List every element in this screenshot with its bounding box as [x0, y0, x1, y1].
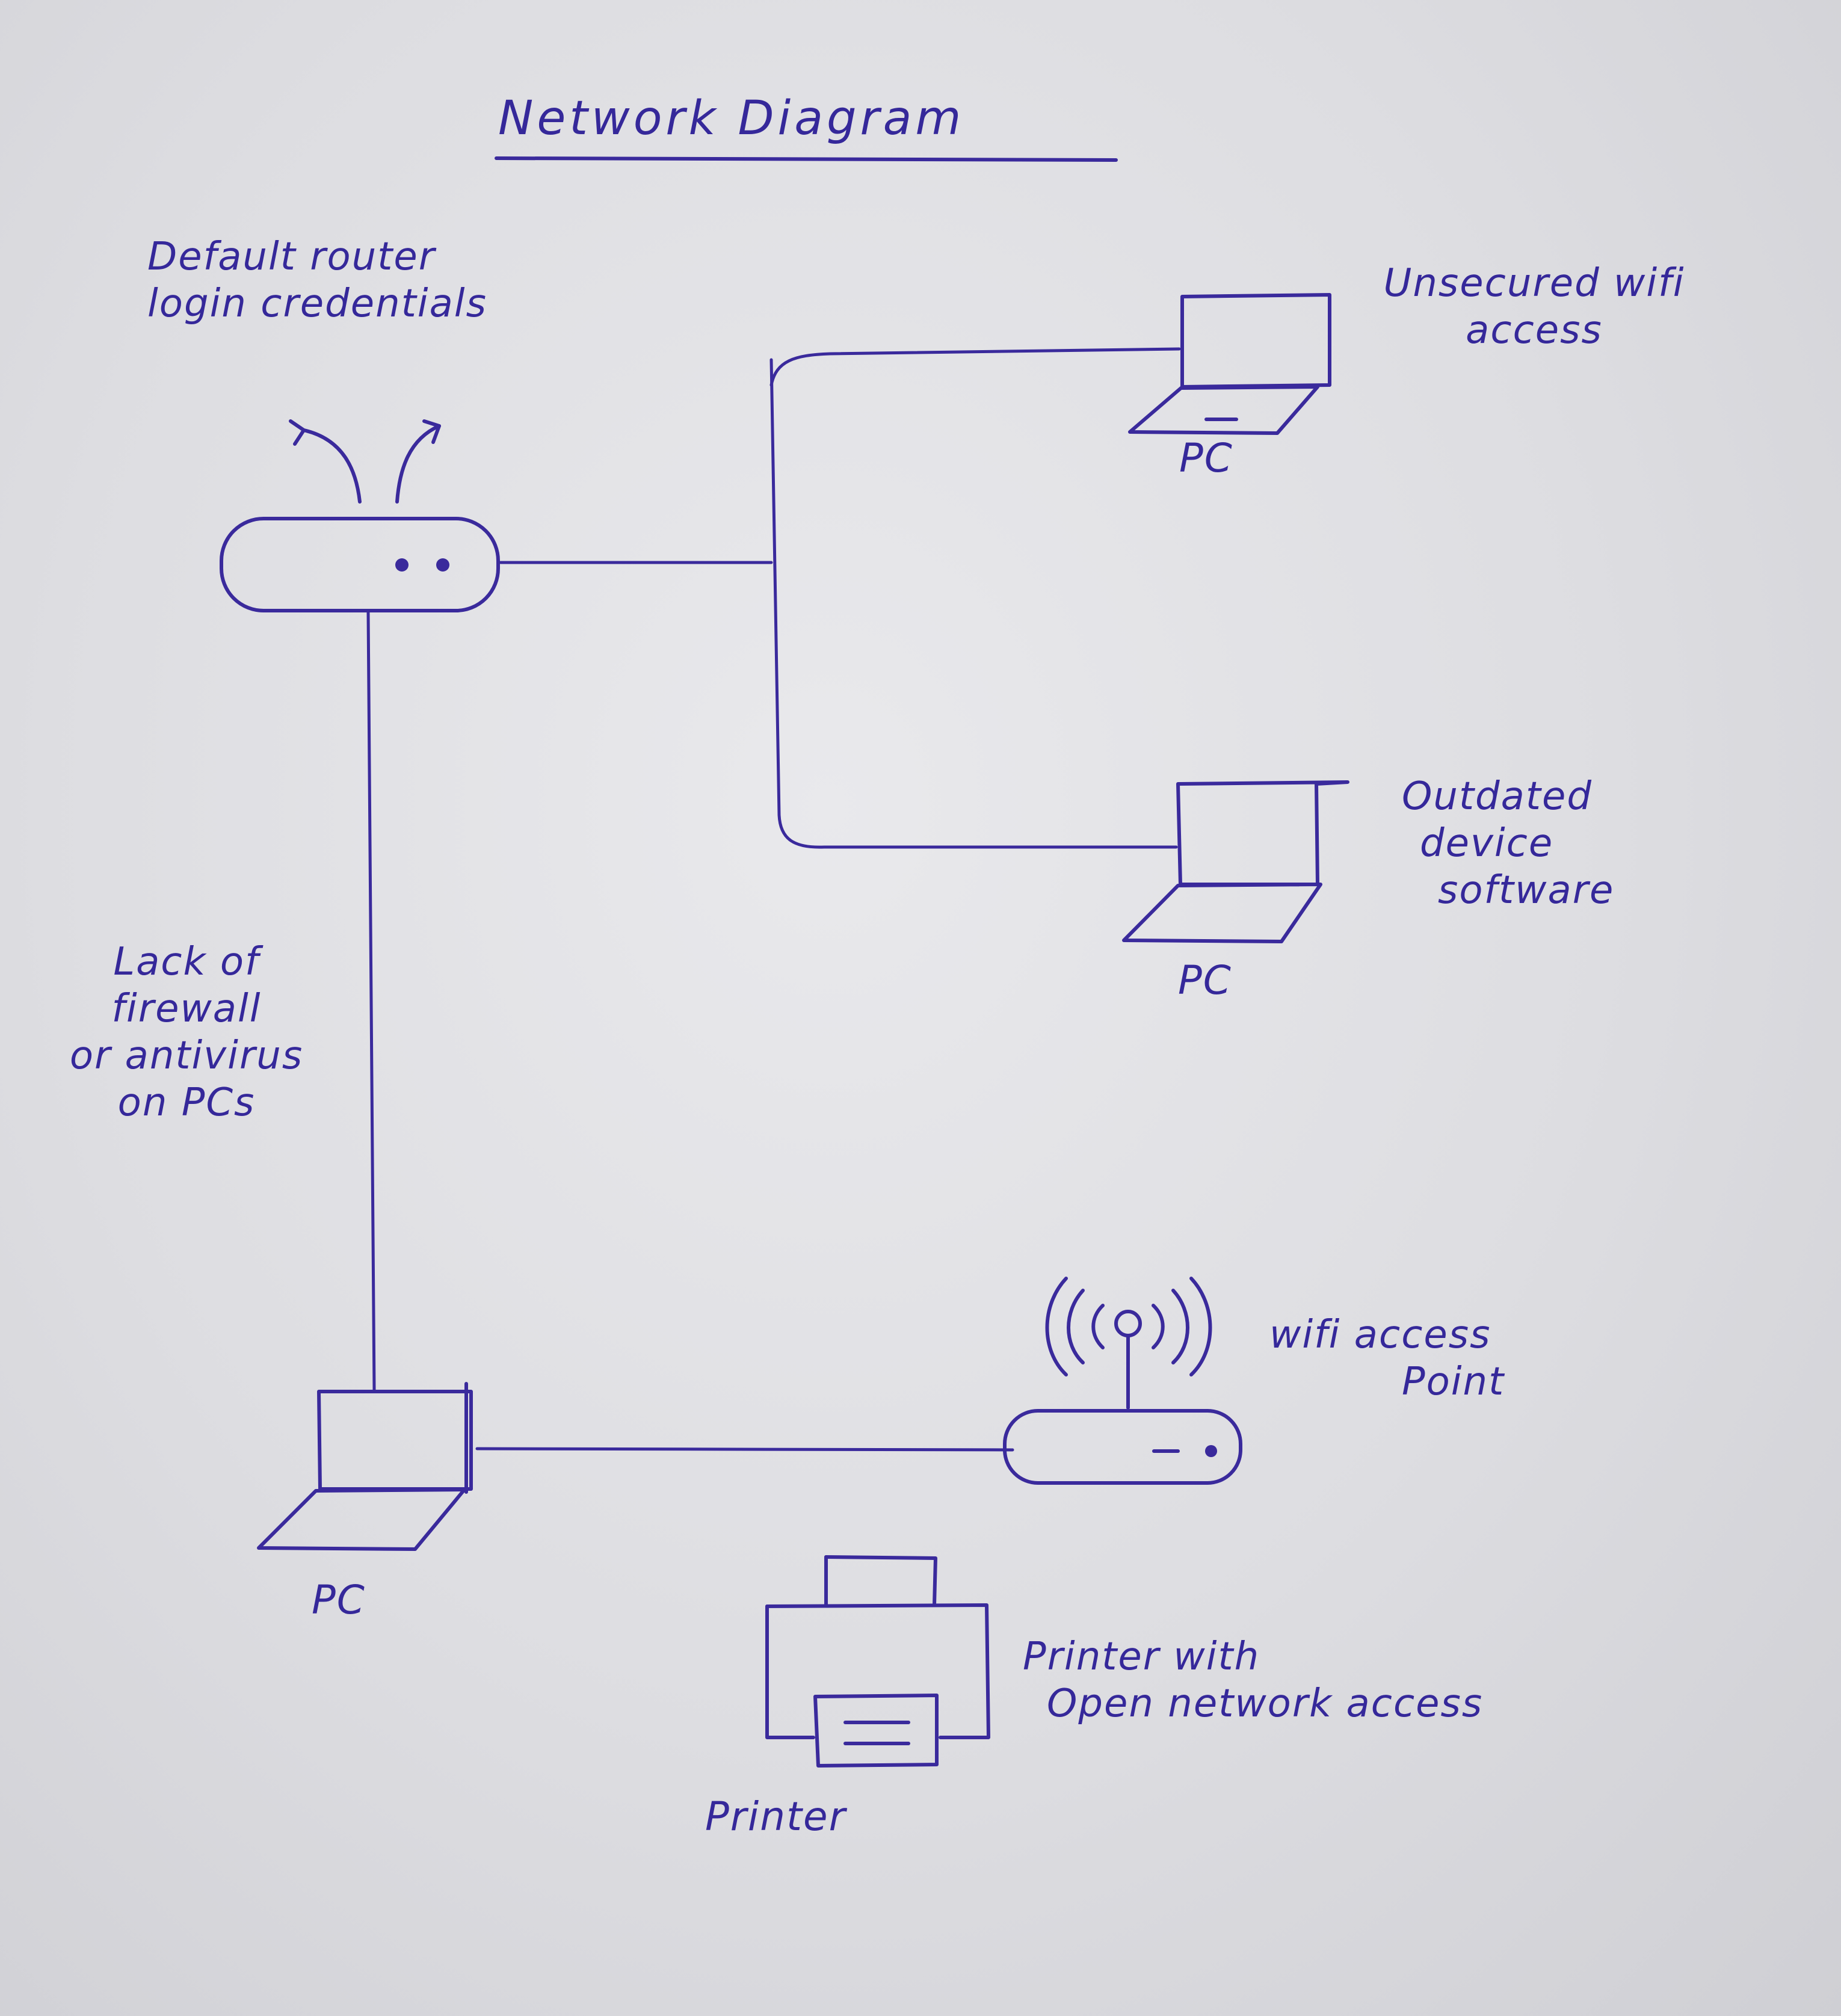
- title-underline: [495, 156, 1118, 162]
- router-note-line: login credentials: [147, 282, 487, 327]
- middle-pc-note-line: device: [1420, 821, 1554, 866]
- router-note: Default router login credentials: [147, 233, 487, 327]
- top-pc-note-line: Unsecured wifi: [1383, 261, 1685, 306]
- middle-pc-note-line: software: [1438, 868, 1615, 913]
- top-pc-label: PC: [1179, 435, 1233, 481]
- middle-pc-note: Outdated device software: [1402, 773, 1614, 914]
- printer-note-line: Open network access: [1047, 1682, 1484, 1727]
- firewall-note-line: firewall: [111, 987, 262, 1032]
- diagram-title: Network Diagram: [498, 91, 965, 146]
- middle-pc-note-line: Outdated: [1402, 774, 1593, 819]
- firewall-note: Lack of firewall or antivirus on PCs: [54, 939, 319, 1126]
- access-point-note-line: Point: [1402, 1360, 1505, 1405]
- printer-note-line: Printer with: [1023, 1635, 1260, 1679]
- printer-icon: [765, 1555, 990, 1768]
- firewall-note-line: or antivirus: [69, 1034, 304, 1079]
- bottom-pc-to-access-point-link: [475, 1447, 1014, 1452]
- printer-note: Printer with Open network access: [1023, 1633, 1483, 1727]
- access-point-note-line: wifi access: [1269, 1313, 1491, 1357]
- middle-pc-label: PC: [1178, 957, 1232, 1003]
- top-pc-laptop-icon: [1128, 293, 1331, 435]
- middle-pc-laptop-icon: [1122, 780, 1349, 943]
- wifi-access-point-icon: [1003, 1277, 1242, 1485]
- bottom-pc-label: PC: [312, 1577, 366, 1623]
- bus-line: [769, 358, 1178, 849]
- firewall-note-line: Lack of: [113, 940, 260, 984]
- top-pc-note: Unsecured wifi access: [1366, 260, 1703, 354]
- router-to-bottom-pc-link: [366, 611, 376, 1393]
- router-icon: [220, 419, 500, 612]
- printer-label: Printer: [705, 1793, 846, 1840]
- router-note-line: Default router: [147, 235, 436, 279]
- top-pc-note-line: access: [1466, 308, 1603, 353]
- bus-to-top-pc-link: [769, 347, 1181, 387]
- bottom-pc-laptop-icon: [257, 1382, 473, 1551]
- firewall-note-line: on PCs: [117, 1080, 256, 1126]
- access-point-note: wifi access Point: [1269, 1312, 1505, 1405]
